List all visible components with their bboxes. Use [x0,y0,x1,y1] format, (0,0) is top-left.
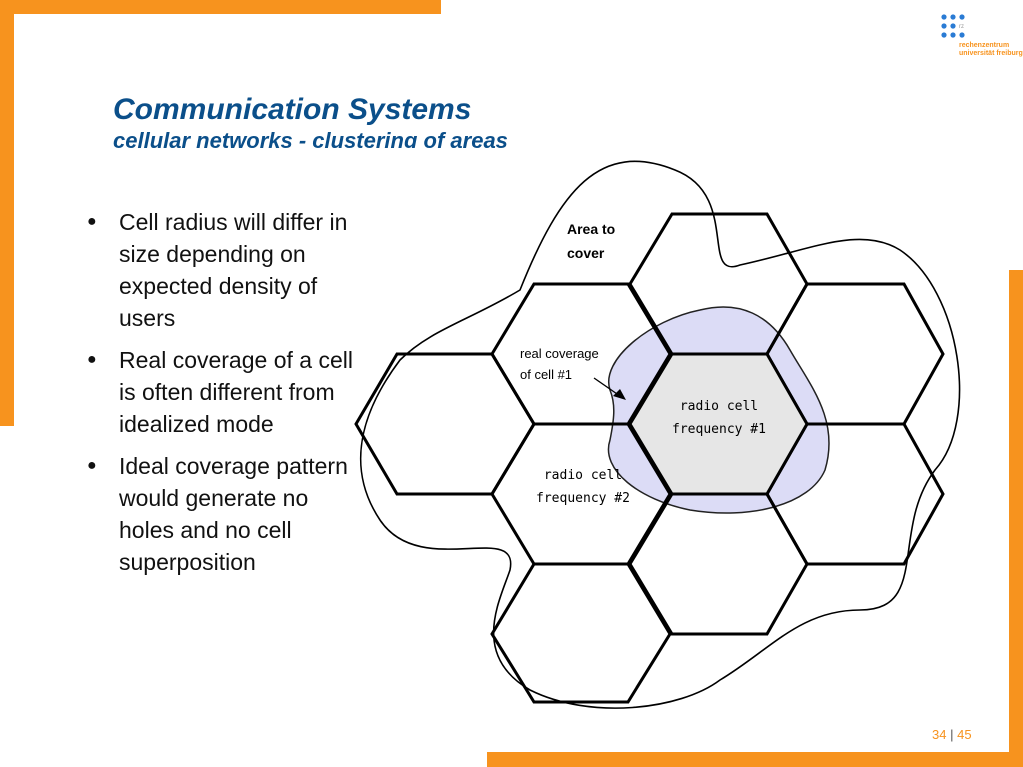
bottom-accent-bar [487,752,1023,767]
bullet-dot-icon: ● [87,351,97,368]
bullet-dot-icon: ● [87,457,97,474]
bullet-text: Ideal coverage pattern would generate no… [119,453,348,575]
real-coverage-area [607,306,830,514]
bullet-dot-icon: ● [87,213,97,230]
left-accent-bar [0,0,14,426]
hex-cell [490,282,672,426]
slide-subtitle: cellular networks - clustering of areas [113,128,508,148]
slide-title: Communication Systems [113,93,472,126]
real-coverage-label-line-2: of cell #1 [520,367,572,382]
bullet-item: ● Cell radius will differ in size dependi… [85,206,355,334]
logo-text: rechenzentrum universität freiburg [959,42,1023,58]
bullet-item: ● Ideal coverage pattern would generate n… [85,450,355,578]
page-number: 34 | 45 [932,727,972,742]
cell1-label-line-2: frequency #1 [672,422,766,437]
cell2-label-line-2: frequency #2 [536,491,630,506]
cell1-label-line-1: radio cell [680,399,758,414]
hex-cell [765,422,945,566]
area-to-cover-outline [359,160,961,709]
hex-cell-radio-cell-1 [628,352,809,496]
right-accent-bar [1009,270,1023,767]
bullet-text: Cell radius will differ in size dependin… [119,209,348,331]
page-total: 45 [957,727,972,742]
hex-cell [354,352,536,496]
logo-line-2: universität freiburg [959,50,1023,57]
bullet-list: ● Cell radius will differ in size dependi… [85,206,355,588]
hex-cell [490,422,672,566]
logo-mark: rz [959,24,964,30]
coverage-arrow [593,377,621,397]
slide-title-block: Communication Systems cellular networks … [113,92,508,148]
page-separator: | [950,727,954,742]
rechenzentrum-logo-icon: rz [941,14,965,38]
area-label-line-2: cover [567,245,605,261]
top-accent-bar [0,0,441,14]
real-coverage-label-line-1: real coverage [520,346,599,361]
bullet-text: Real coverage of a cell is often differe… [119,347,353,437]
cell2-label-line-1: radio cell [544,468,622,483]
arrow-head-icon [613,389,626,400]
page-current: 34 [932,727,947,742]
hex-cell [628,212,809,356]
hex-cell [765,282,945,426]
hex-cell [628,492,809,636]
hex-cell [490,562,672,704]
bullet-item: ● Real coverage of a cell is often differ… [85,344,355,440]
area-label-line-1: Area to [567,221,615,237]
logo-line-1: rechenzentrum [959,42,1010,49]
